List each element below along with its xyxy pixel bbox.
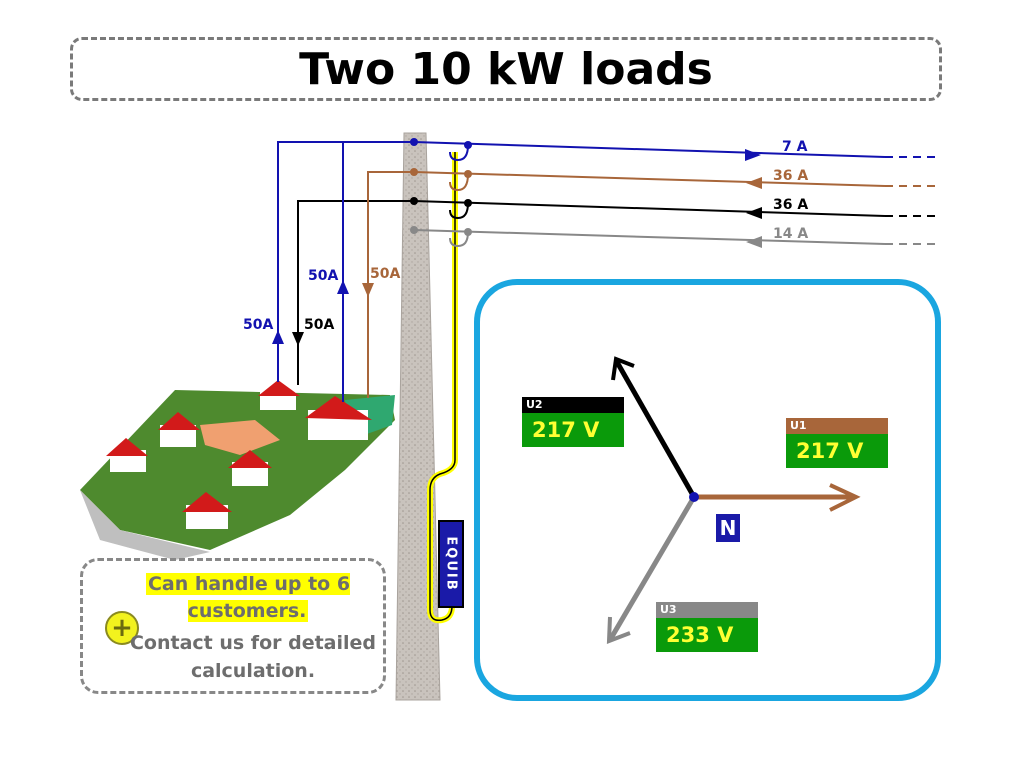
line-current-label: 7 A [782, 139, 808, 155]
info-highlight: Can handle up to 6 customers. [133, 571, 363, 625]
phasor-panel [474, 279, 941, 701]
house-icon [258, 380, 300, 410]
voltage-box-u1: U1 217 V [786, 418, 888, 468]
service-drops [272, 141, 414, 402]
house-icon [305, 396, 372, 440]
line-black [410, 197, 938, 219]
equib-label: EQUIB [443, 536, 459, 592]
voltage-name: U1 [786, 418, 888, 434]
voltage-value: 217 V [522, 413, 624, 447]
arrow-left-icon [746, 177, 762, 189]
phasor-arrowhead [606, 616, 631, 644]
page-title: Two 10 kW loads [299, 43, 713, 95]
voltage-value: 217 V [786, 434, 888, 468]
cable-connectors [449, 144, 469, 248]
house-icon [228, 450, 272, 486]
drop-current-label: 50A [370, 266, 401, 282]
arrow-right-icon [745, 149, 761, 161]
neutral-label: N [716, 514, 740, 542]
voltage-name: U2 [522, 397, 624, 413]
arrow-left-icon [746, 236, 762, 248]
info-highlight-text: Can handle up to 6 customers. [145, 573, 351, 622]
phasor-arrowhead [611, 356, 635, 381]
info-box: + Can handle up to 6 customers. Contact … [80, 558, 386, 694]
info-text: Contact us for detailed calculation. [129, 632, 377, 682]
drop-current-label: 50A [304, 317, 335, 333]
neutral-point [689, 492, 699, 502]
arrow-down-icon [292, 332, 304, 346]
phasor-arrowhead [829, 483, 861, 512]
line-current-label: 36 A [773, 168, 809, 184]
drop-current-label: 50A [308, 268, 339, 284]
phasor-diagram [606, 356, 861, 644]
house-icon [182, 492, 232, 529]
title-box: Two 10 kW loads [70, 37, 942, 101]
voltage-name: U3 [656, 602, 758, 618]
line-current-label: 36 A [773, 197, 809, 213]
house-icon [106, 438, 148, 472]
voltage-box-u2: U2 217 V [522, 397, 624, 447]
plus-icon[interactable]: + [105, 611, 139, 645]
line-current-label: 14 A [773, 226, 809, 242]
drop-current-label: 50A [243, 317, 274, 333]
village-illustration [80, 380, 395, 560]
cable-core [429, 152, 456, 622]
arrow-left-icon [746, 207, 762, 219]
line-gray [410, 226, 938, 248]
arrow-down-icon [362, 283, 374, 297]
house-icon [158, 412, 200, 447]
voltage-value: 233 V [656, 618, 758, 652]
voltage-box-u3: U3 233 V [656, 602, 758, 652]
equib-device: EQUIB [438, 520, 464, 608]
arrow-up-icon [337, 280, 349, 294]
line-brown [410, 168, 938, 189]
arrow-up-icon [272, 330, 284, 344]
line-blue [410, 138, 938, 161]
